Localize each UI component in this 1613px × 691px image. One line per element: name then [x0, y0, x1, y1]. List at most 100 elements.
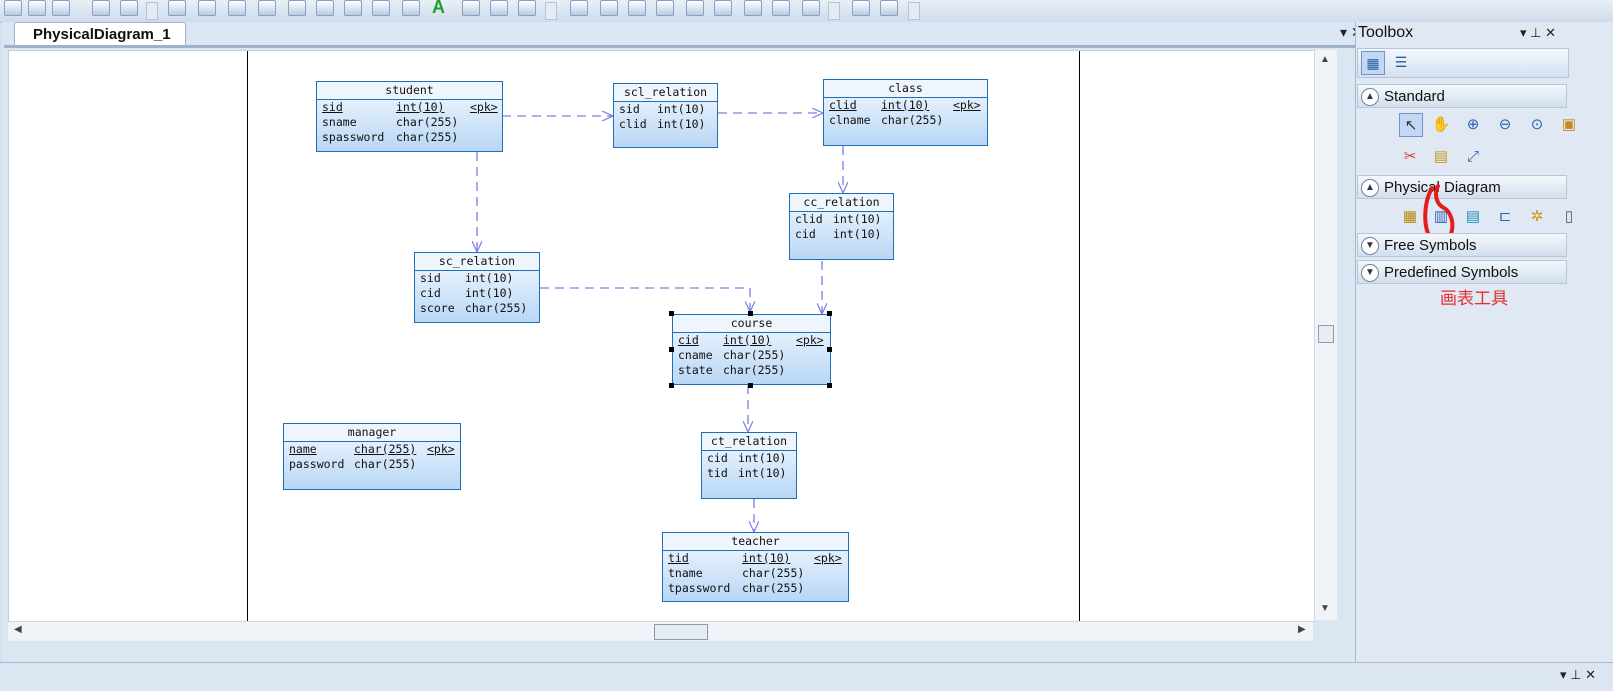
link-icon[interactable]: ⤢ [1466, 147, 1479, 165]
vertical-scrollbar[interactable]: ▲ ▼ [1314, 50, 1337, 620]
toolbar-overflow-icon[interactable] [545, 2, 557, 20]
selection-handle[interactable] [748, 311, 753, 316]
zoom-in-icon[interactable]: ⊕ [1466, 116, 1480, 133]
vertical-scroll-thumb[interactable] [1318, 325, 1334, 343]
undo-icon[interactable] [28, 0, 46, 16]
tab-physical-diagram[interactable]: PhysicalDiagram_1 [14, 22, 186, 45]
format-icon[interactable] [462, 0, 480, 16]
new-icon[interactable] [92, 0, 110, 16]
note-icon[interactable]: ▤ [1433, 148, 1449, 165]
column-key: <pk> [953, 98, 981, 112]
model-icon[interactable] [120, 0, 138, 16]
link-sc-course[interactable] [540, 287, 750, 312]
font-color-icon[interactable]: A [432, 0, 445, 17]
list-icon[interactable] [802, 0, 820, 16]
section-free-symbols[interactable]: ▼ Free Symbols [1357, 233, 1567, 257]
selection-handle[interactable] [669, 383, 674, 388]
collapse-icon[interactable]: ▲ [1361, 179, 1379, 197]
section-predefined-symbols[interactable]: ▼ Predefined Symbols [1357, 260, 1567, 284]
horizontal-scrollbar[interactable]: ◀ ▶ [8, 621, 1313, 641]
column-type: int(10) [833, 227, 882, 241]
scroll-down-icon[interactable]: ▼ [1320, 603, 1330, 614]
selection-handle[interactable] [827, 383, 832, 388]
icon-view-icon[interactable]: ▦ [1361, 51, 1385, 75]
file-icon[interactable]: ▯ [1564, 208, 1574, 225]
note-icon[interactable] [772, 0, 790, 16]
cut-icon[interactable]: ✂ [1403, 148, 1417, 165]
copy-icon[interactable] [316, 0, 334, 16]
zoom-out-icon[interactable]: ⊖ [1498, 116, 1512, 133]
column-type: int(10) [881, 98, 930, 112]
scroll-up-icon[interactable]: ▲ [1320, 54, 1330, 65]
open-icon[interactable] [198, 0, 216, 16]
layout-icon[interactable] [570, 0, 588, 16]
selection-handle[interactable] [827, 347, 832, 352]
align-icon[interactable] [600, 0, 618, 16]
bottom-panel-controls[interactable]: ▾ ⊥ ✕ [1560, 667, 1596, 682]
table-icon[interactable]: ▥ [1433, 208, 1449, 225]
hand-icon[interactable]: ✋ [1431, 116, 1451, 133]
view-icon[interactable] [744, 0, 762, 16]
selection-handle[interactable] [669, 311, 674, 316]
redo-icon[interactable] [52, 0, 70, 16]
column-name: tpassword [668, 581, 731, 595]
window-icon[interactable] [628, 0, 646, 16]
selection-handle[interactable] [669, 347, 674, 352]
back-icon[interactable] [490, 0, 508, 16]
pointer-icon[interactable]: ↖ [1399, 113, 1423, 137]
properties-icon[interactable]: ▣ [1561, 116, 1577, 133]
procedure-icon[interactable]: ✲ [1530, 208, 1544, 225]
grid-icon[interactable] [344, 0, 362, 16]
toolbar-overflow-icon[interactable] [146, 2, 158, 20]
table-title: sc_relation [415, 253, 539, 271]
column-type: char(255) [742, 581, 805, 595]
section-physical-diagram[interactable]: ▲ Physical Diagram [1357, 175, 1567, 199]
zoom-fit-icon[interactable]: ⊙ [1530, 116, 1544, 133]
printer-icon[interactable] [880, 0, 898, 16]
toolbox-header-controls[interactable]: ▾ ⊥ ✕ [1520, 25, 1556, 40]
refresh-icon[interactable] [258, 0, 276, 16]
print-icon[interactable] [228, 0, 246, 16]
column-type: char(255) [396, 130, 459, 144]
save-icon[interactable] [168, 0, 186, 16]
selection-handle[interactable] [748, 383, 753, 388]
toolbox-title: Toolbox [1358, 24, 1414, 41]
list-view-icon[interactable]: ☰ [1394, 54, 1408, 70]
scroll-right-icon[interactable]: ▶ [1298, 624, 1306, 635]
package-icon[interactable]: ▦ [1402, 208, 1418, 225]
scroll-left-icon[interactable]: ◀ [14, 624, 22, 635]
forward-icon[interactable] [518, 0, 536, 16]
preview-icon[interactable] [852, 0, 870, 16]
horizontal-scroll-thumb[interactable] [654, 624, 708, 640]
sync-icon[interactable] [686, 0, 704, 16]
split-icon[interactable] [656, 0, 674, 16]
selection-handle[interactable] [827, 311, 832, 316]
tools-icon[interactable] [714, 0, 732, 16]
expand-icon[interactable]: ▼ [1361, 237, 1379, 255]
toolbox-view-bar: ▦ ☰ [1357, 48, 1569, 78]
toolbar-overflow-icon[interactable] [908, 2, 920, 20]
collapse-icon[interactable]: ▲ [1361, 88, 1379, 106]
close-icon[interactable] [4, 0, 22, 16]
column-key: <pk> [470, 100, 498, 114]
section-standard[interactable]: ▲ Standard [1357, 84, 1567, 108]
pencil-icon[interactable] [372, 0, 390, 16]
reference-icon[interactable]: ⊏ [1498, 208, 1512, 225]
toolbar-overflow-icon[interactable] [828, 2, 840, 20]
check-icon[interactable] [288, 0, 306, 16]
expand-icon[interactable]: ▼ [1361, 264, 1379, 282]
view-icon[interactable]: ▤ [1465, 208, 1481, 225]
eraser-icon[interactable] [402, 0, 420, 16]
